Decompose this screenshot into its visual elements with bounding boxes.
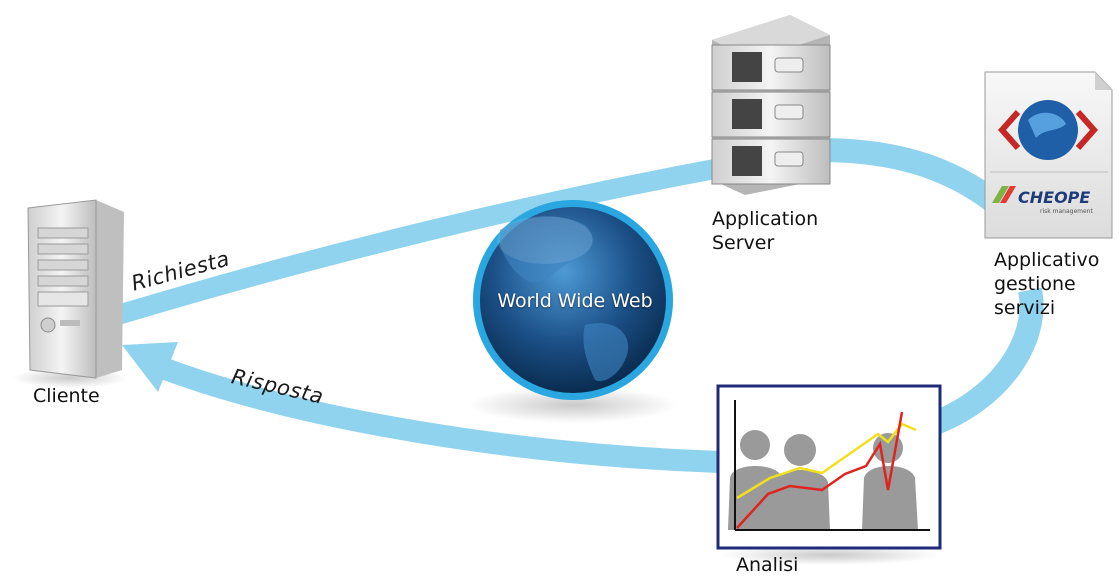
flow-app-to-analysis	[925, 287, 1044, 437]
analysis-chart-icon	[716, 384, 942, 565]
globe-highlight	[497, 216, 593, 264]
chart-series-yellow	[736, 422, 917, 500]
analysis-label: Analisi	[736, 554, 799, 576]
application-label: Applicativo gestione servizi	[994, 248, 1099, 320]
people-silhouettes	[728, 430, 918, 530]
application-label-line1: Applicativo	[994, 249, 1100, 271]
response-arrowhead	[122, 342, 178, 392]
response-flow	[156, 356, 721, 473]
app-server-label: Application Server	[712, 207, 818, 255]
globe-continent-north	[500, 216, 593, 283]
client-label: Cliente	[33, 385, 100, 407]
app-server-label-line2: Server	[712, 232, 775, 254]
cheope-tagline: risk management	[1040, 208, 1093, 215]
flow-server-to-app	[819, 138, 1019, 224]
chart-series-red	[736, 411, 904, 529]
application-document-icon	[984, 71, 1113, 239]
cheope-logo-mark	[992, 186, 1009, 203]
globe-continent-south	[583, 322, 629, 382]
application-label-line3: servizi	[994, 297, 1056, 319]
application-label-line2: gestione	[994, 273, 1076, 295]
globe-shadow	[468, 387, 678, 423]
globe-label: World Wide Web	[497, 290, 653, 312]
cheope-logo: CHEOPE	[1018, 188, 1090, 207]
request-flow	[108, 158, 730, 325]
client-computer-icon	[12, 199, 128, 388]
server-rack-icon	[711, 15, 831, 195]
app-server-label-line1: Application	[712, 208, 819, 230]
